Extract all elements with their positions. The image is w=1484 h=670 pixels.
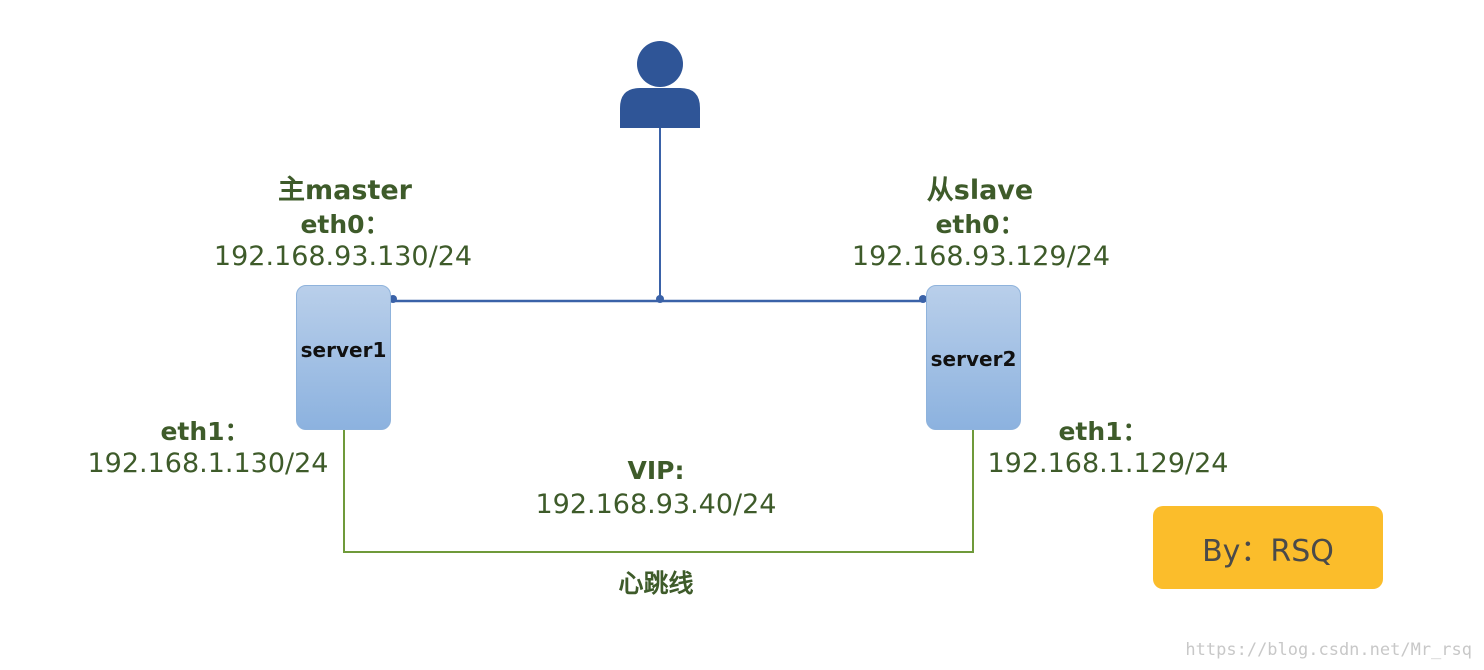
author-badge: By：RSQ — [1153, 506, 1383, 589]
heartbeat-line — [343, 430, 974, 553]
server1-box: server1 — [296, 285, 391, 430]
master-eth0-label: eth0： — [300, 210, 390, 239]
server2-label: server2 — [930, 347, 1017, 371]
vip-ip: 192.168.93.40/24 — [535, 489, 777, 520]
server2-box: server2 — [926, 285, 1021, 430]
slave-eth0-label: eth0： — [935, 210, 1025, 239]
slave-eth1-label: eth1： — [1058, 417, 1148, 446]
watermark: https://blog.csdn.net/Mr_rsq — [1185, 640, 1472, 660]
master-eth0-ip: 192.168.93.130/24 — [213, 241, 473, 272]
master-title: 主master — [278, 175, 412, 206]
heartbeat-label: 心跳线 — [618, 569, 694, 598]
slave-eth0-ip: 192.168.93.129/24 — [851, 241, 1111, 272]
master-eth1-label: eth1： — [160, 417, 250, 446]
master-eth1-ip: 192.168.1.130/24 — [87, 448, 329, 479]
network-node-server1 — [389, 295, 397, 303]
slave-eth1-ip: 192.168.1.129/24 — [987, 448, 1229, 479]
user-icon — [620, 41, 700, 128]
author-badge-text: By：RSQ — [1202, 533, 1334, 569]
vip-label: VIP: — [627, 456, 685, 485]
network-node-server2 — [919, 295, 927, 303]
network-node-center — [656, 295, 664, 303]
slave-title: 从slave — [926, 175, 1034, 206]
server1-label: server1 — [300, 338, 387, 362]
